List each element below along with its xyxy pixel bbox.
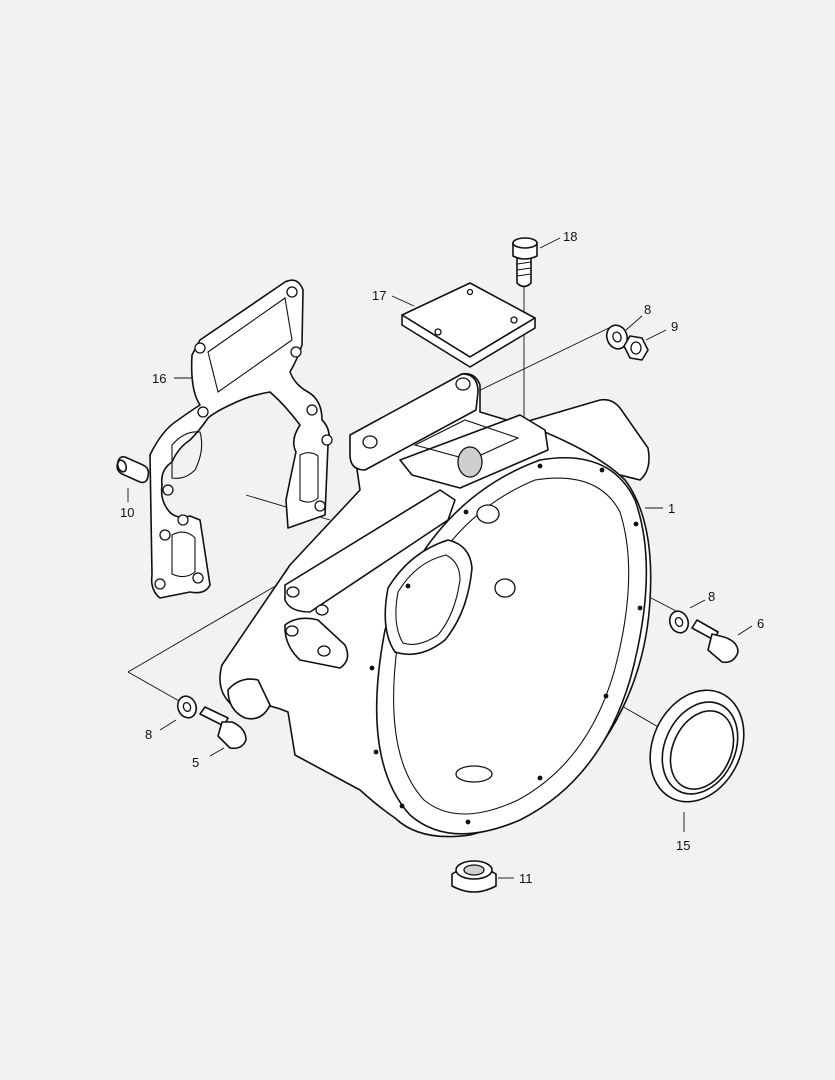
callout-labels: 1 5 6 8 8 8 9 10 11 15 16 17 18 (120, 229, 764, 886)
callout-leaders (127, 237, 753, 879)
callout-5: 5 (192, 755, 199, 770)
callout-8-right: 8 (708, 589, 715, 604)
washer-upper (605, 324, 629, 350)
callout-11: 11 (519, 871, 533, 886)
callout-17: 17 (372, 288, 386, 303)
callout-15: 15 (676, 838, 690, 853)
callout-1: 1 (668, 501, 675, 516)
gasket (149, 279, 333, 599)
callout-10: 10 (120, 505, 134, 520)
callout-9: 9 (671, 319, 678, 334)
callout-18: 18 (563, 229, 577, 244)
grommet (451, 860, 497, 893)
dowel-pin (116, 456, 150, 484)
nut (623, 335, 649, 361)
washer-left (176, 695, 198, 719)
bolt-18 (512, 237, 538, 288)
washer-right (668, 610, 690, 634)
callout-8-left: 8 (145, 727, 152, 742)
oil-seal (649, 689, 745, 803)
callout-6: 6 (757, 616, 764, 631)
cover-plate (401, 282, 536, 368)
callout-8-upper: 8 (644, 302, 651, 317)
bolt-5 (199, 706, 247, 750)
callout-16: 16 (152, 371, 166, 386)
bolt-6 (691, 619, 739, 664)
flywheel-housing (219, 372, 652, 838)
